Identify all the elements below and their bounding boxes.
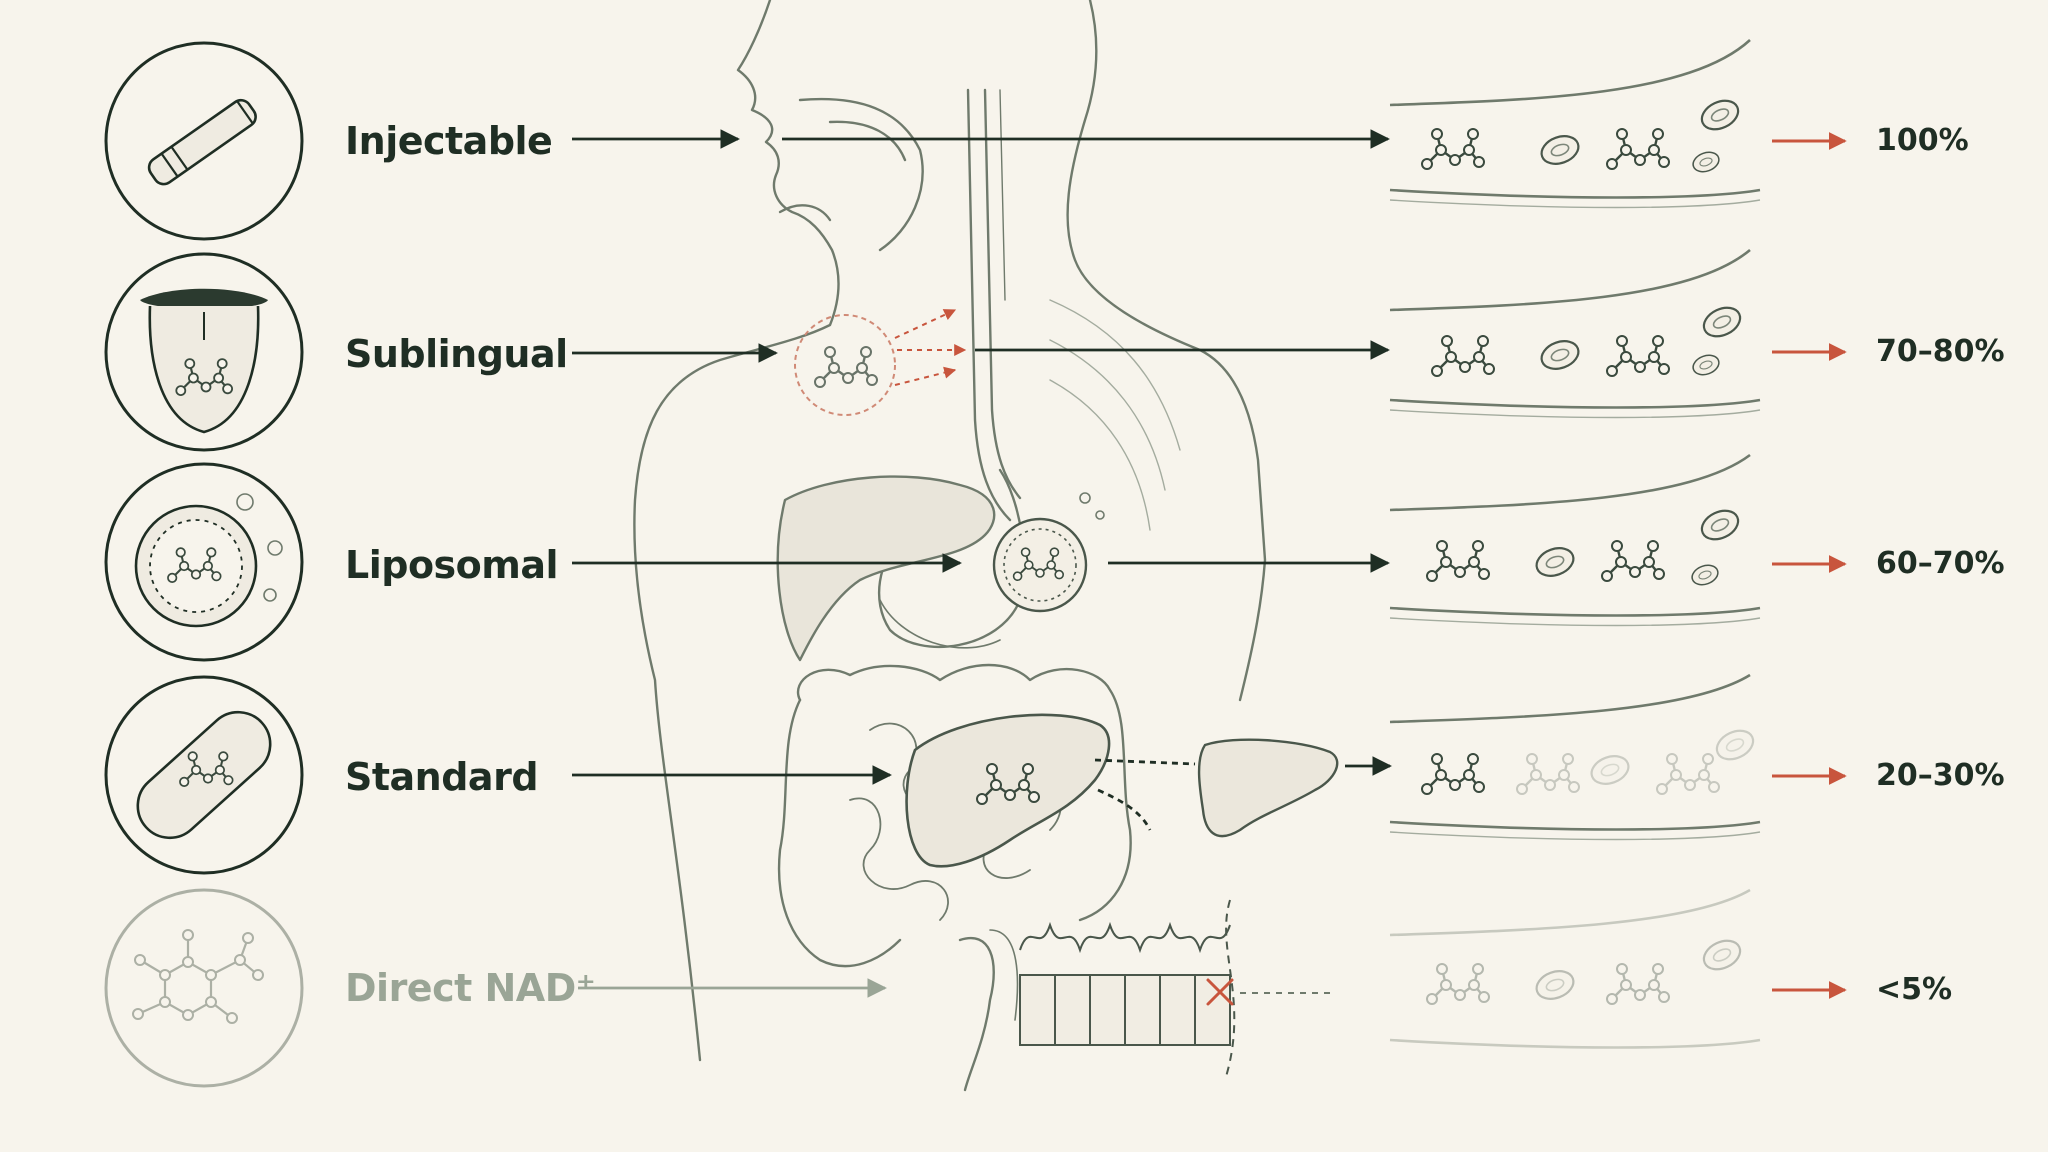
bioavailability-value-injectable: 100% (1876, 123, 1969, 158)
bioavailability-value-standard: 20–30% (1876, 758, 2005, 793)
syringe-icon (104, 41, 304, 241)
sublingual-zone (794, 309, 967, 416)
blood-vessel-direct-nad (1389, 888, 1761, 1049)
capsule-icon (104, 675, 304, 875)
route-label-injectable: Injectable (345, 119, 553, 163)
liver-sketch (905, 713, 1111, 868)
route-label-standard: Standard (345, 755, 539, 799)
tongue-icon (104, 252, 304, 452)
blood-vessel-standard (1389, 673, 1761, 841)
liposome-icon (104, 462, 304, 662)
bioavailability-value-liposomal: 60–70% (1876, 546, 2005, 581)
nad-molecule-icon (104, 888, 304, 1088)
route-label-sublingual: Sublingual (345, 332, 568, 376)
blood-vessel-injectable (1389, 39, 1761, 209)
liposome-in-stomach (992, 492, 1105, 613)
secondary-liver (1197, 738, 1339, 838)
intestinal-wall (1019, 899, 1236, 1081)
blood-vessel-sublingual (1389, 249, 1761, 419)
route-label-direct-nad: Direct NAD⁺ (345, 966, 596, 1010)
blood-vessel-liposomal (1389, 453, 1761, 627)
route-arrows (572, 129, 1392, 998)
route-label-liposomal: Liposomal (345, 543, 559, 587)
bioavailability-value-direct-nad: <5% (1876, 972, 1953, 1007)
result-arrows (1772, 132, 1847, 999)
blocked-x-icon (1206, 978, 1234, 1006)
bioavailability-value-sublingual: 70–80% (1876, 334, 2005, 369)
